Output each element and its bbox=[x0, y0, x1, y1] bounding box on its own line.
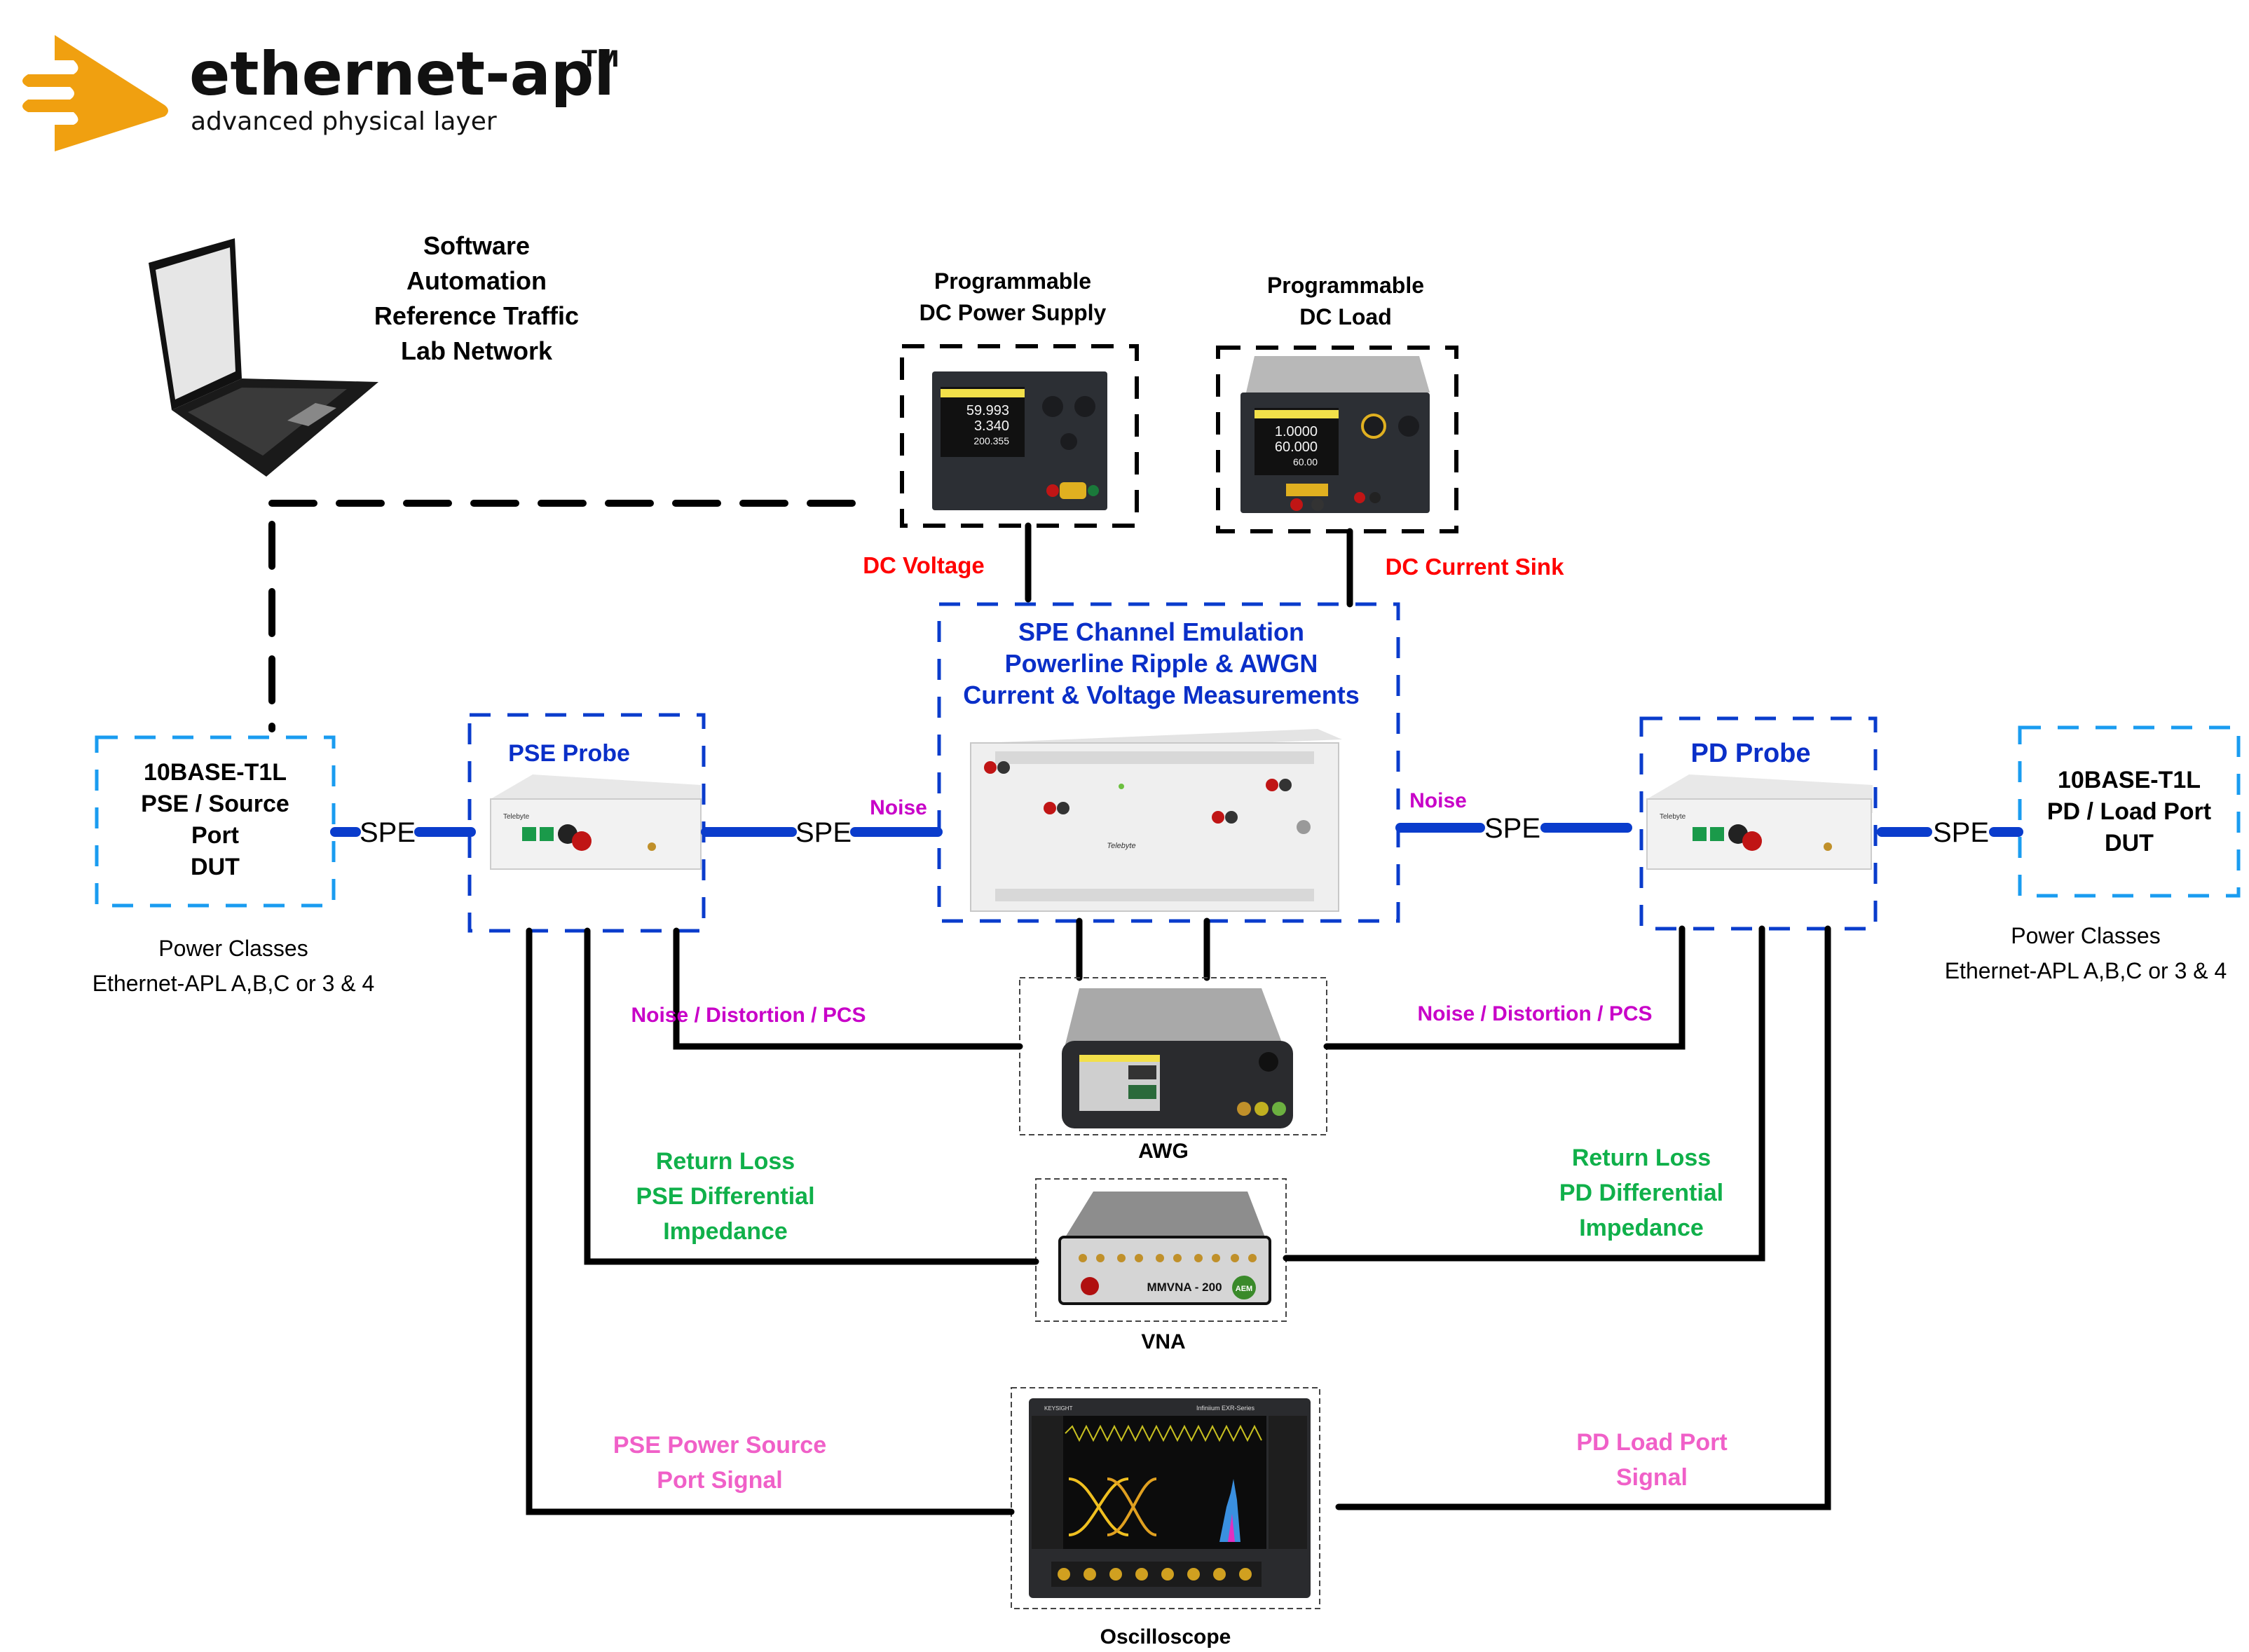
pse-return-loss-2: PSE Differential bbox=[636, 1183, 814, 1210]
dc-load-device[interactable]: 1.0000 60.000 60.00 bbox=[1240, 356, 1430, 513]
pse-probe-device[interactable]: Telebyte bbox=[490, 774, 702, 870]
dc-voltage-label: DC Voltage bbox=[863, 552, 985, 578]
emulator-sense-left-red-icon bbox=[984, 761, 997, 774]
pse-dut-box bbox=[95, 735, 336, 908]
spe-label-1: SPE bbox=[360, 817, 416, 848]
spe-label-2: SPE bbox=[795, 817, 852, 848]
emulator-title-1: SPE Channel Emulation bbox=[1018, 617, 1304, 646]
dc-load-title-2: DC Load bbox=[1299, 304, 1392, 329]
laptop-icon bbox=[149, 238, 378, 477]
psu-display-current: 3.340 bbox=[974, 418, 1009, 434]
pd-probe-box bbox=[1639, 716, 1878, 931]
pd-return-loss-wire bbox=[1283, 925, 1765, 1262]
scope-brand: KEYSIGHT bbox=[1044, 1405, 1073, 1412]
oscilloscope-box bbox=[1011, 1387, 1320, 1609]
pse-power-classes-1: Power Classes bbox=[158, 936, 308, 961]
noise-label-right: Noise bbox=[1409, 789, 1467, 812]
pd-return-loss-2: PD Differential bbox=[1559, 1180, 1723, 1206]
awg-label: AWG bbox=[1138, 1140, 1189, 1163]
spe-label-4: SPE bbox=[1933, 817, 1989, 848]
dc-load-title-1: Programmable bbox=[1267, 273, 1424, 298]
laptop-label-line-4: Lab Network bbox=[401, 336, 553, 365]
emulator-title-2: Powerline Ripple & AWGN bbox=[1005, 649, 1318, 678]
ethernet-apl-logo: ethernet-apl TM advanced physical layer bbox=[22, 35, 620, 151]
pd-dut-line-2: PD / Load Port bbox=[2047, 798, 2211, 825]
logo-subtitle: advanced physical layer bbox=[191, 107, 497, 136]
emulator-brand: Telebyte bbox=[1107, 842, 1135, 850]
pd-dut-box bbox=[2018, 725, 2241, 898]
psu-display-power: 200.355 bbox=[973, 435, 1009, 446]
pd-signal-wire bbox=[1335, 925, 1831, 1510]
pd-probe-title: PD Probe bbox=[1690, 739, 1810, 768]
vna-box bbox=[1035, 1178, 1287, 1322]
load-display-voltage: 1.0000 bbox=[1275, 424, 1318, 439]
pse-return-loss-wire bbox=[584, 927, 1039, 1265]
pd-return-loss-1: Return Loss bbox=[1572, 1145, 1711, 1171]
pd-power-classes-2: Ethernet-APL A,B,C or 3 & 4 bbox=[1945, 958, 2227, 983]
pd-probe-device[interactable]: Telebyte bbox=[1646, 774, 1873, 870]
pse-signal-wire bbox=[526, 927, 1015, 1515]
oscilloscope-device[interactable]: KEYSIGHT Infiniium EXR-Series bbox=[1029, 1398, 1311, 1598]
vna-power-button-icon bbox=[1081, 1277, 1099, 1295]
pd-signal-label-2: Signal bbox=[1616, 1464, 1688, 1491]
noise-label-left: Noise bbox=[870, 796, 927, 819]
pd-probe-brand: Telebyte bbox=[1660, 813, 1686, 821]
power-supply-title-2: DC Power Supply bbox=[920, 300, 1107, 325]
psu-terminal-red-icon bbox=[1046, 484, 1059, 497]
logo-trademark: TM bbox=[582, 46, 620, 72]
pd-noise-distortion-wire bbox=[1323, 925, 1686, 1050]
pse-probe-box bbox=[467, 713, 706, 933]
vna-badge: AEM bbox=[1236, 1285, 1252, 1293]
pse-dut-line-3: Port bbox=[191, 822, 239, 849]
awg-device[interactable] bbox=[1062, 988, 1293, 1128]
laptop-label-line-2: Automation bbox=[406, 266, 547, 295]
pse-noise-distortion-label: Noise / Distortion / PCS bbox=[631, 1004, 866, 1027]
pd-dut-line-1: 10BASE-T1L bbox=[2058, 767, 2201, 793]
spe-label-3: SPE bbox=[1484, 813, 1540, 844]
pse-signal-label-1: PSE Power Source bbox=[613, 1432, 826, 1459]
pse-return-loss-3: Impedance bbox=[663, 1218, 788, 1245]
vna-device[interactable]: MMVNA - 200 AEM bbox=[1058, 1192, 1271, 1305]
oscilloscope-label: Oscilloscope bbox=[1100, 1625, 1231, 1648]
dc-load-box bbox=[1216, 346, 1458, 533]
channel-emulator-box bbox=[937, 602, 1400, 923]
power-supply-title-1: Programmable bbox=[934, 268, 1091, 294]
scope-series: Infiniium EXR-Series bbox=[1196, 1405, 1255, 1412]
laptop-label-line-3: Reference Traffic bbox=[374, 301, 579, 330]
awg-box bbox=[1019, 977, 1327, 1135]
pd-dut-line-3: DUT bbox=[2105, 830, 2154, 856]
pd-return-loss-3: Impedance bbox=[1579, 1215, 1704, 1241]
power-supply-device[interactable]: 59.993 3.340 200.355 bbox=[932, 371, 1107, 510]
logo-arrow-icon bbox=[22, 35, 168, 151]
pse-power-classes-2: Ethernet-APL A,B,C or 3 & 4 bbox=[93, 971, 375, 996]
power-supply-box bbox=[900, 344, 1139, 528]
emulator-title-3: Current & Voltage Measurements bbox=[963, 681, 1359, 709]
pse-noise-distortion-wire bbox=[673, 927, 1023, 1050]
channel-emulator-device[interactable]: Telebyte bbox=[970, 729, 1342, 912]
pse-dut-line-1: 10BASE-T1L bbox=[144, 759, 287, 786]
vna-label: VNA bbox=[1141, 1330, 1185, 1353]
psu-display-voltage: 59.993 bbox=[966, 403, 1009, 418]
pse-probe-title: PSE Probe bbox=[508, 740, 630, 767]
pse-dut-line-4: DUT bbox=[191, 854, 240, 880]
load-display-current: 60.000 bbox=[1275, 439, 1318, 455]
dc-current-sink-label: DC Current Sink bbox=[1386, 554, 1565, 580]
pse-probe-brand: Telebyte bbox=[503, 813, 530, 821]
pse-signal-label-2: Port Signal bbox=[657, 1467, 782, 1494]
vna-model: MMVNA - 200 bbox=[1147, 1281, 1222, 1294]
pse-dut-line-2: PSE / Source bbox=[141, 791, 289, 817]
laptop-label-line-1: Software bbox=[423, 231, 530, 260]
pd-noise-distortion-label: Noise / Distortion / PCS bbox=[1417, 1002, 1652, 1025]
pse-return-loss-1: Return Loss bbox=[656, 1148, 795, 1175]
load-display-power: 60.00 bbox=[1293, 456, 1318, 467]
pd-signal-label-1: PD Load Port bbox=[1576, 1429, 1727, 1456]
pd-power-classes-1: Power Classes bbox=[2011, 923, 2160, 948]
logo-title: ethernet-apl bbox=[189, 39, 615, 109]
